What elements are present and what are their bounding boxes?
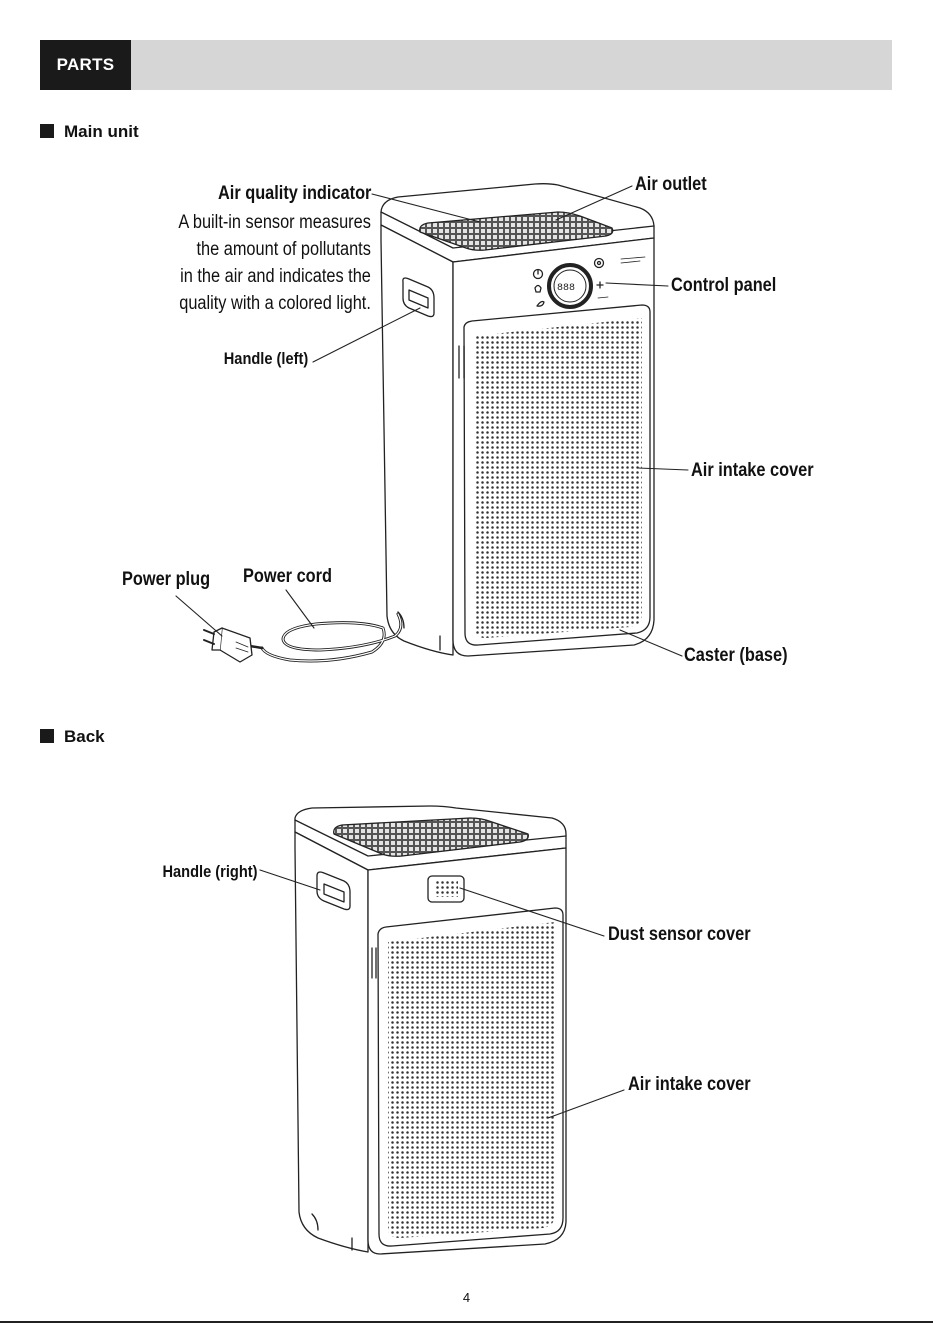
back-unit-illustration [294, 805, 567, 1255]
description-line: quality with a colored light. [179, 293, 371, 314]
header-tab: PARTS [40, 40, 131, 90]
power-icon [532, 268, 544, 280]
air-quality-description: A built-in sensor measures the amount of… [178, 209, 371, 317]
label-air-outlet: Air outlet [635, 174, 707, 195]
label-handle-left: Handle (left) [223, 349, 308, 368]
leader-air-intake-front [637, 467, 689, 471]
section-title-main-unit: Main unit [40, 122, 139, 142]
leader-dust-sensor [459, 887, 605, 937]
leader-air-quality [371, 193, 481, 223]
leaf-icon [536, 300, 545, 307]
bottom-rule [0, 1321, 933, 1323]
label-power-plug: Power plug [122, 569, 211, 590]
display-readout: 888 [557, 283, 575, 294]
air-outlet-grill-back [333, 817, 529, 857]
square-bullet-icon [40, 124, 54, 138]
label-power-cord: Power cord [243, 566, 332, 587]
label-air-quality-indicator: Air quality indicator [217, 183, 371, 204]
leader-control-panel [605, 282, 669, 287]
square-bullet-icon [40, 729, 54, 743]
description-line: A built-in sensor measures [178, 212, 371, 233]
section-title-back: Back [40, 727, 105, 747]
leader-air-intake-back [547, 1089, 625, 1119]
description-line: in the air and indicates the [180, 266, 371, 287]
label-air-intake-cover-main: Air intake cover [691, 460, 814, 481]
leader-caster [619, 629, 683, 657]
leader-handle-right [259, 869, 321, 891]
leader-handle-left [312, 307, 421, 363]
main-unit-illustration: 888 [203, 183, 655, 663]
page-number: 4 [462, 1290, 471, 1305]
power-plug-illustration [203, 627, 264, 663]
lock-icon [596, 281, 604, 289]
air-outlet-grill [419, 211, 614, 251]
header-bar [40, 40, 892, 90]
label-air-intake-cover-back: Air intake cover [628, 1074, 751, 1095]
label-dust-sensor-cover: Dust sensor cover [608, 924, 751, 945]
callout-lines [175, 185, 689, 1119]
leader-power-plug [175, 595, 223, 637]
leader-air-outlet [555, 185, 633, 221]
description-line: the amount of pollutants [196, 239, 371, 260]
leader-power-cord [285, 589, 315, 629]
fan-icon [593, 257, 605, 269]
light-icon [534, 284, 542, 293]
label-caster-base: Caster (base) [684, 645, 788, 666]
label-handle-right: Handle (right) [161, 862, 257, 881]
label-control-panel: Control panel [671, 275, 777, 296]
